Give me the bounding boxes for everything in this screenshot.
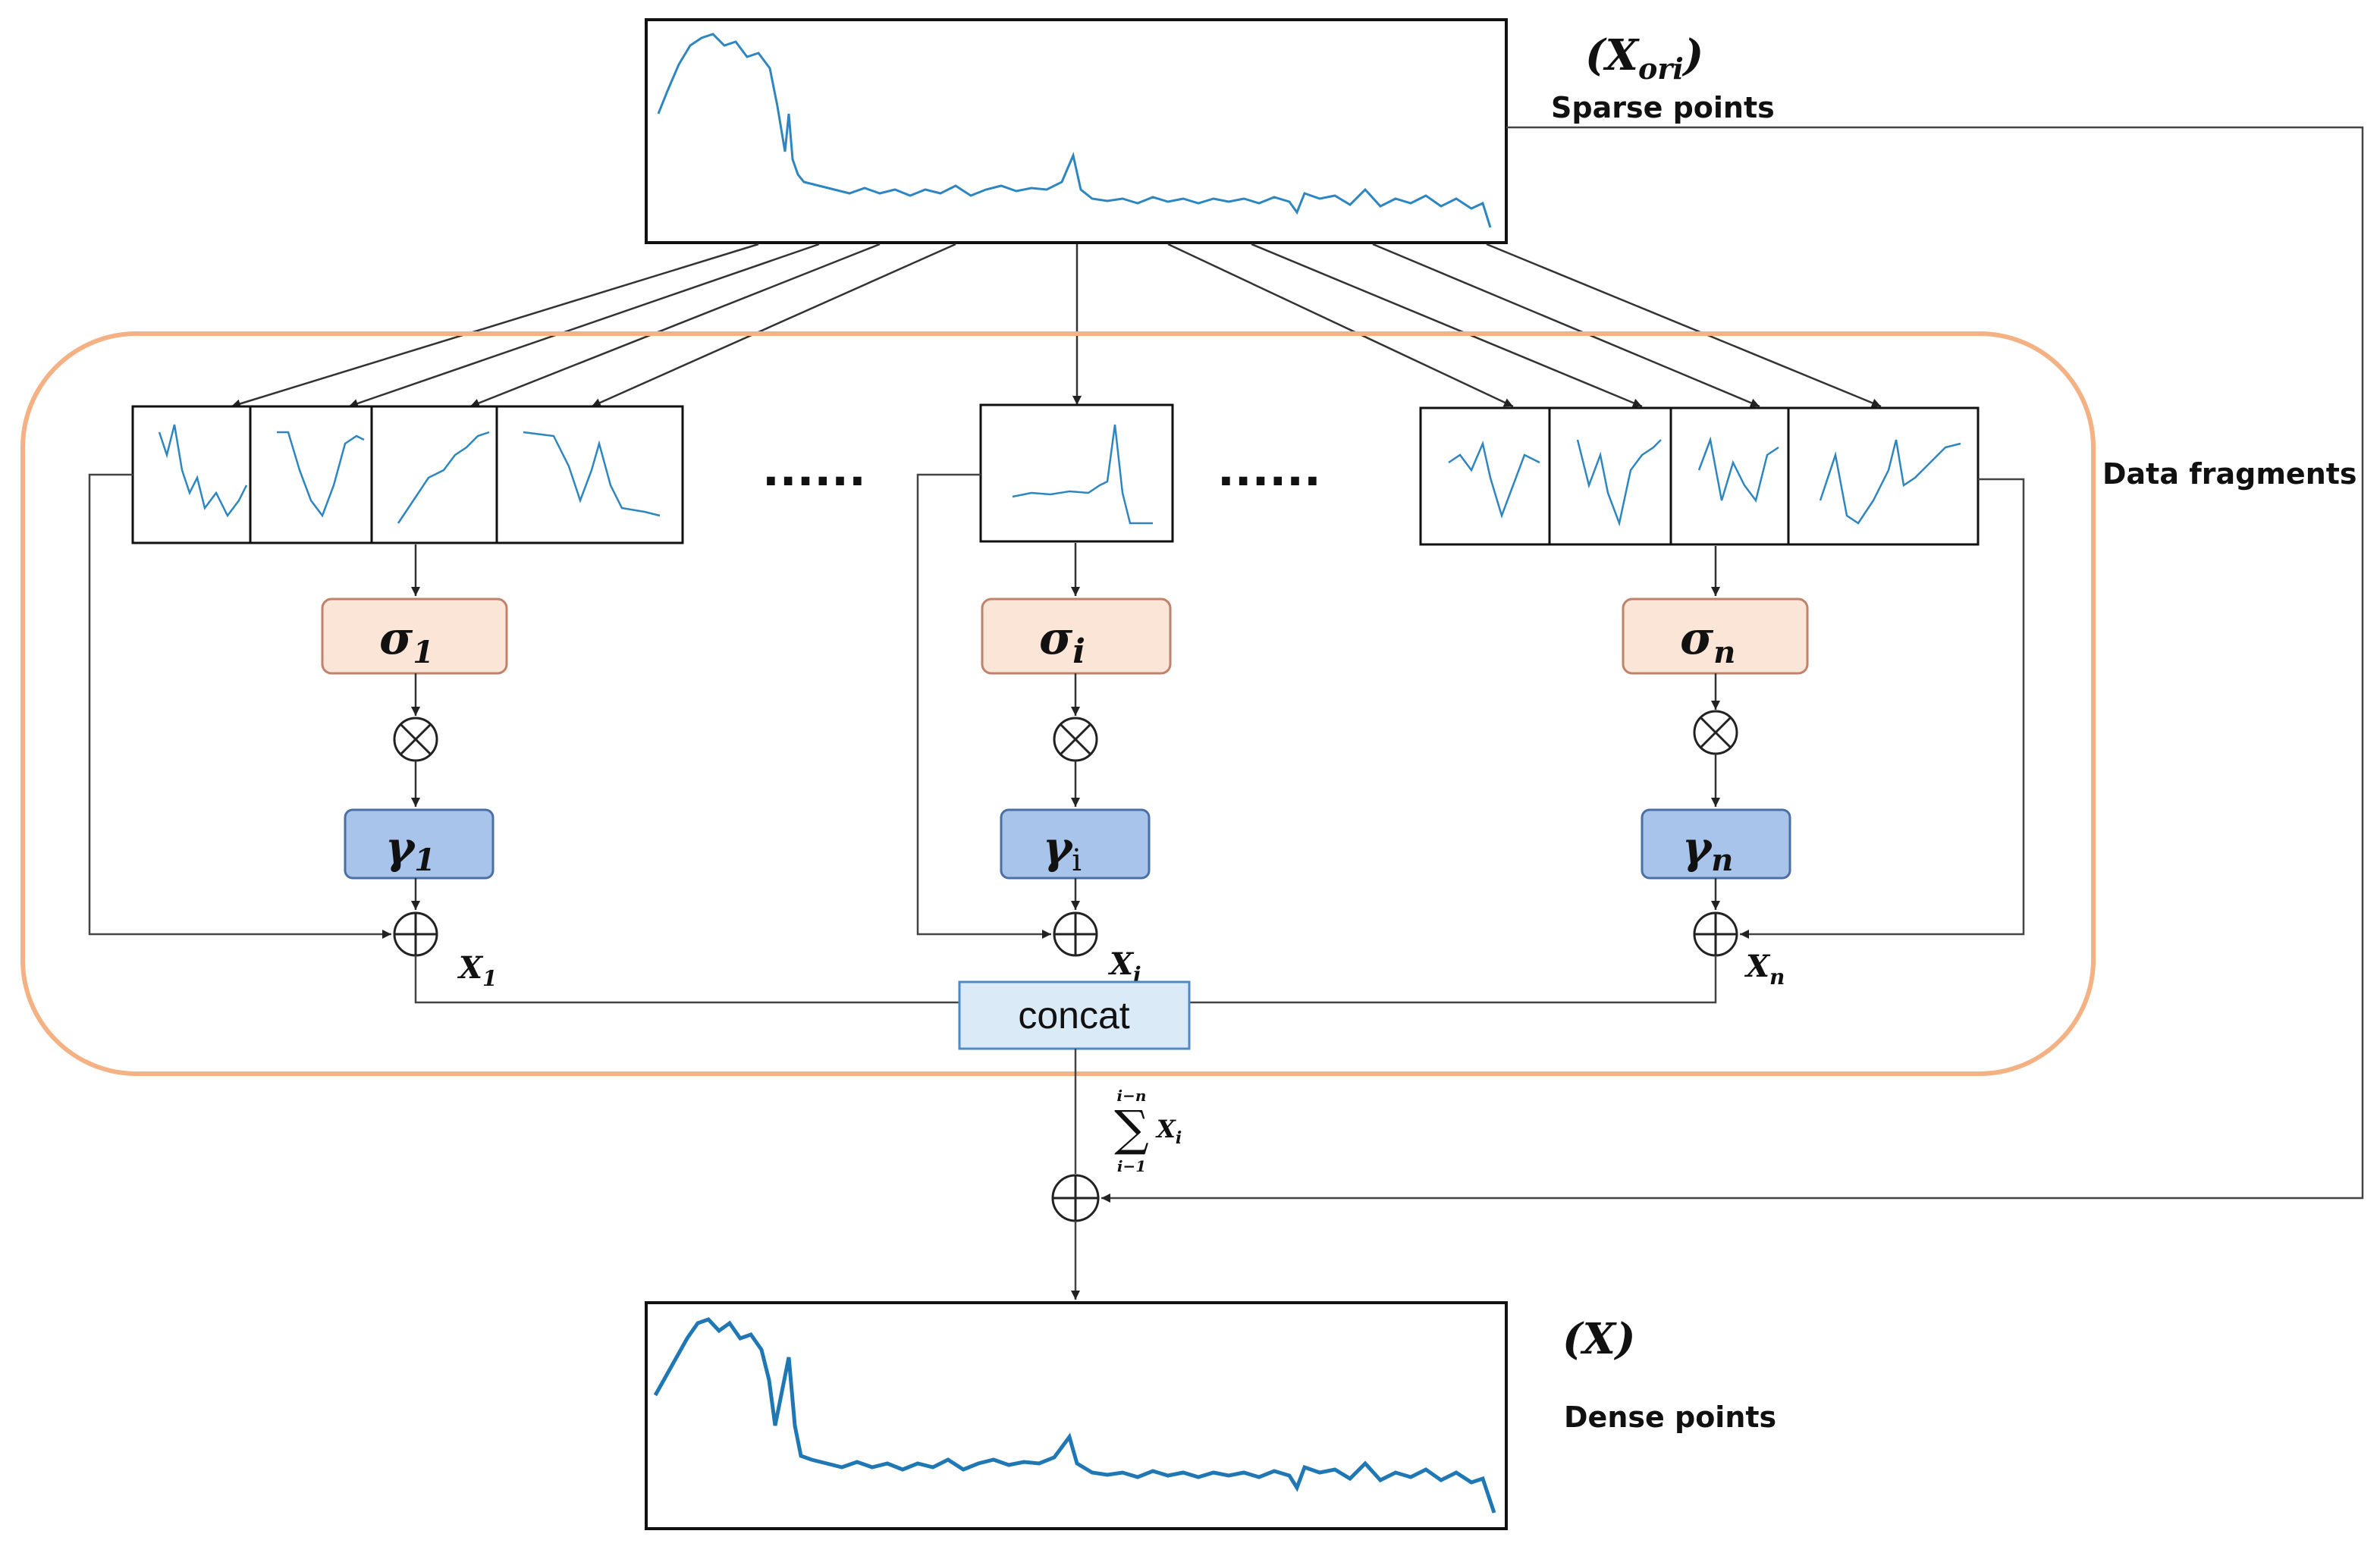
dense-points-label: Dense points — [1564, 1401, 1776, 1434]
ellipsis-right: ...... — [1217, 444, 1321, 497]
dense-signal-box — [645, 1301, 1508, 1530]
svg-text:γn: γn — [1682, 822, 1733, 878]
svg-text:γ1: γ1 — [385, 822, 435, 878]
sparse-signal-box — [645, 18, 1508, 244]
concat-label: concat — [1018, 994, 1129, 1037]
svg-text:Xi: Xi — [1107, 946, 1141, 987]
sum-annotation: i−n ∑ i−1 Xi — [1114, 1087, 1182, 1175]
split-arrows — [231, 243, 1882, 409]
data-fragments-container — [20, 331, 2096, 1076]
fragment-group-n — [1419, 406, 1980, 546]
concat-line-right — [1189, 955, 1717, 1004]
ellipsis-left: ...... — [762, 444, 866, 497]
concat-box — [958, 980, 1191, 1050]
svg-text:∑: ∑ — [1114, 1101, 1149, 1157]
svg-text:i−n: i−n — [1117, 1087, 1147, 1105]
svg-text:σ1: σ1 — [379, 612, 434, 670]
branch-n: σn γn Xn — [1622, 478, 2025, 990]
sparse-signal-plot — [657, 33, 1492, 228]
global-skip-line — [1101, 126, 2364, 1203]
svg-text:i−1: i−1 — [1117, 1157, 1146, 1175]
fragment-group-1 — [131, 405, 684, 544]
branch-1: σ1 γ1 X1 — [88, 473, 508, 991]
sparse-points-label: Sparse points — [1551, 91, 1775, 124]
branch-i: σi γi Xi — [916, 473, 1172, 987]
svg-text:σi: σi — [1039, 612, 1085, 671]
dense-signal-plot — [653, 1317, 1496, 1514]
data-fragments-label: Data fragments — [2102, 457, 2357, 491]
svg-text:X1: X1 — [457, 950, 498, 991]
svg-text:Xn: Xn — [1744, 949, 1785, 990]
x-ori-label: (Xori) — [1585, 30, 1703, 86]
x-dense-label: (X) — [1562, 1314, 1635, 1364]
svg-text:σn: σn — [1680, 612, 1735, 670]
fragment-group-i — [979, 403, 1174, 543]
concat-line-left — [414, 955, 959, 1004]
svg-text:Xi: Xi — [1155, 1115, 1182, 1148]
svg-text:γi: γi — [1043, 822, 1082, 878]
